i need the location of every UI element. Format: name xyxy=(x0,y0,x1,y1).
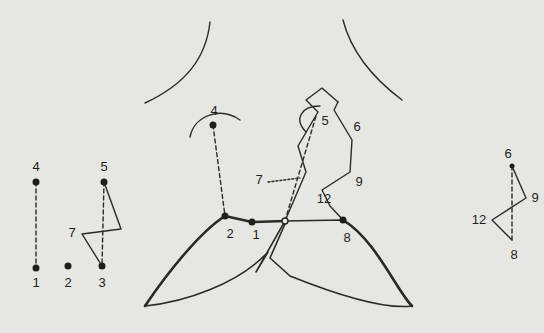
callout-number: 4 xyxy=(31,160,40,174)
landmark-dots xyxy=(33,122,515,272)
lower-lip-outline xyxy=(145,216,285,306)
nose-outline xyxy=(145,22,210,103)
callout-number: 5 xyxy=(320,114,329,128)
callout-number: 1 xyxy=(31,276,40,290)
callout-number: 2 xyxy=(63,276,72,290)
profile-line xyxy=(285,88,338,221)
callout-number: 8 xyxy=(342,231,351,245)
callout-number: 2 xyxy=(225,227,234,241)
callout-number: 12 xyxy=(316,192,332,206)
open-point xyxy=(282,218,288,224)
lip-line xyxy=(145,216,225,306)
dashed-line xyxy=(511,166,512,240)
nose-outline xyxy=(343,20,402,100)
callout-number: 7 xyxy=(67,226,76,240)
callout-number: 5 xyxy=(99,160,108,174)
dashed-line xyxy=(213,125,225,216)
callout-number: 3 xyxy=(97,276,106,290)
upper-lip-outline xyxy=(270,220,412,307)
callout-number: 6 xyxy=(503,147,512,161)
dashed-line xyxy=(102,182,104,266)
leader-line xyxy=(268,178,300,182)
callout-number: 8 xyxy=(509,248,518,262)
profile-line xyxy=(492,166,526,240)
callout-number: 6 xyxy=(352,120,361,134)
nostril-outline xyxy=(300,106,320,132)
callout-number: 7 xyxy=(254,173,263,187)
callout-number: 4 xyxy=(209,104,218,118)
callout-number: 9 xyxy=(530,191,539,205)
dashed-line xyxy=(35,182,36,268)
lip-line xyxy=(343,220,412,306)
callout-number: 12 xyxy=(471,213,487,227)
callout-number: 1 xyxy=(251,228,260,242)
dashed-line xyxy=(285,116,316,221)
callout-number: 9 xyxy=(354,175,363,189)
profile-line xyxy=(82,182,121,266)
